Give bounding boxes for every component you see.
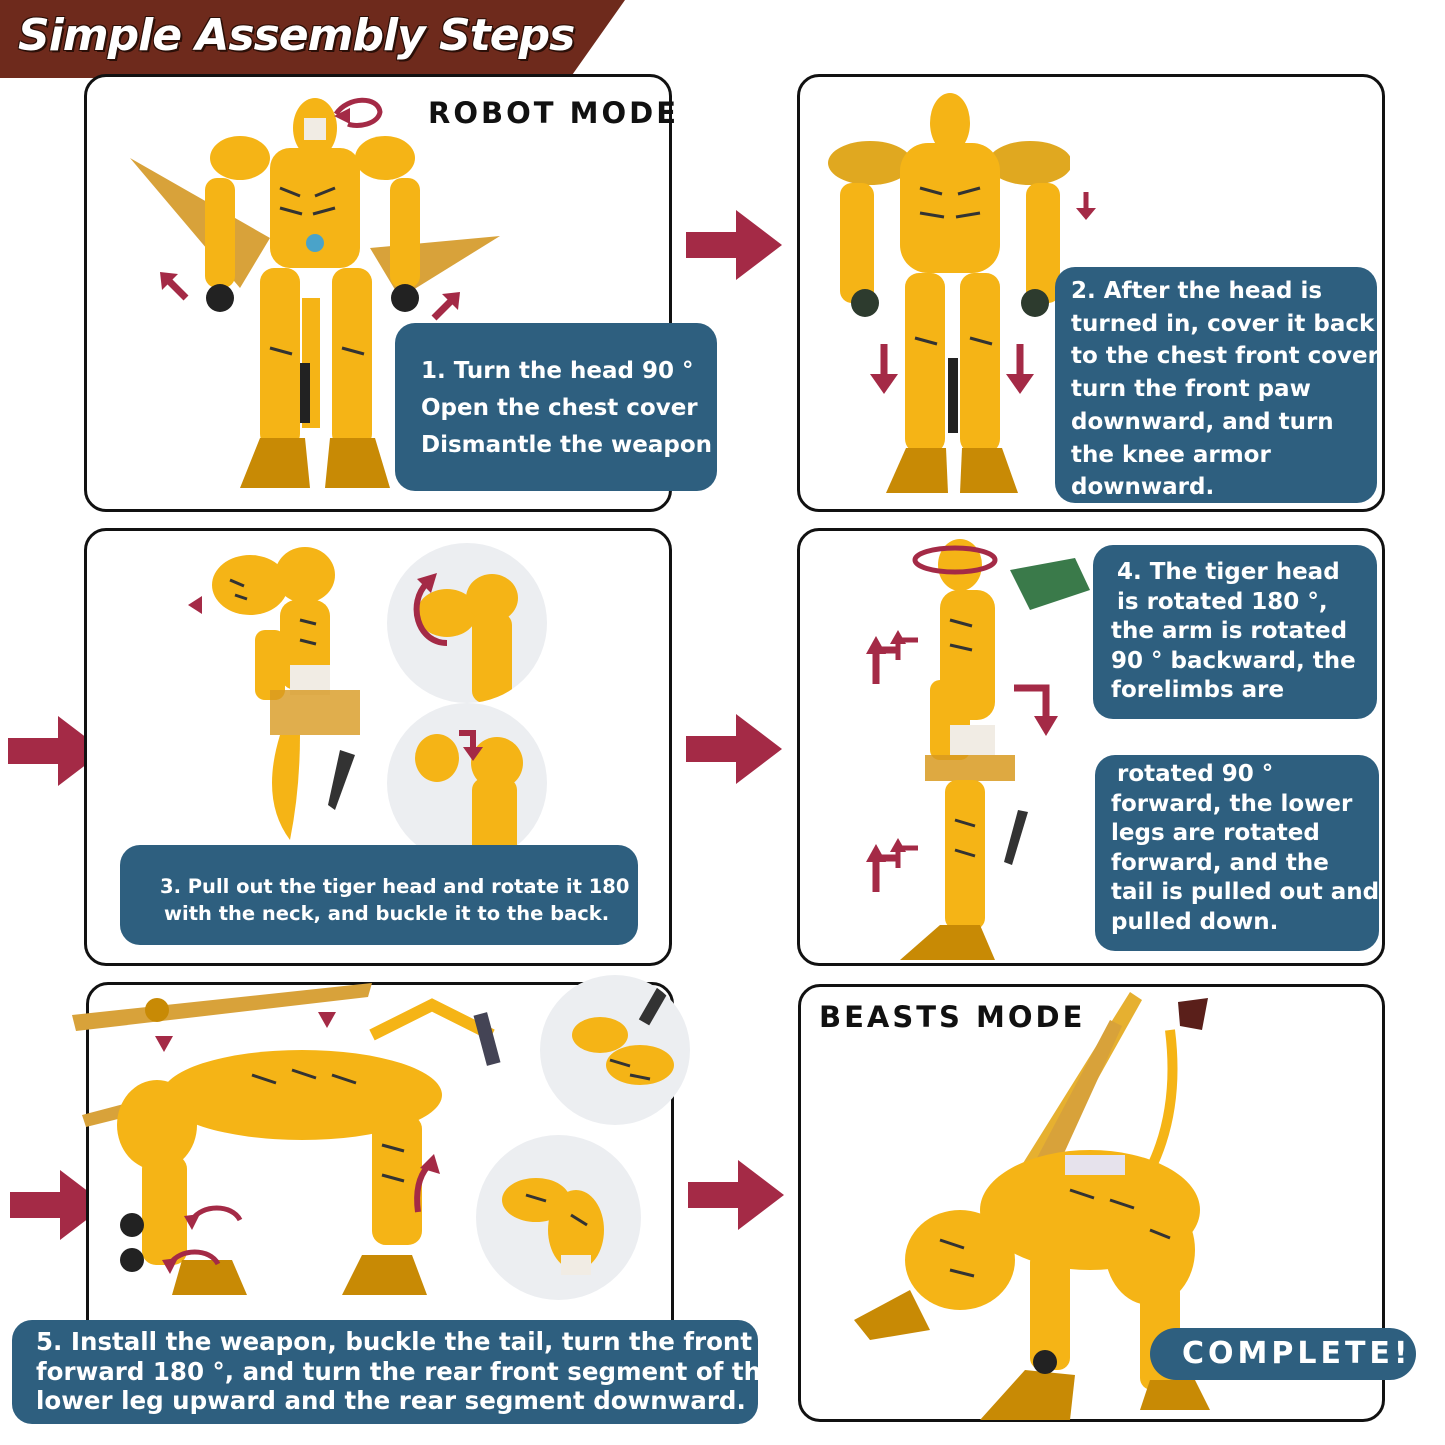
step1-line: 1. Turn the head 90 ° — [421, 358, 694, 384]
step2-line: turn the front paw — [1071, 376, 1311, 403]
rotate-arrow-icon — [866, 630, 918, 684]
step1-line: Dismantle the weapon — [421, 432, 712, 458]
step4-line: legs are rotated — [1111, 820, 1320, 846]
step5-line: lower leg upward and the rear segment do… — [36, 1386, 746, 1415]
rotate-arrow-icon — [414, 1154, 440, 1213]
direction-arrow-icon — [188, 596, 202, 614]
step2-line: downward. — [1071, 474, 1215, 501]
detail-circle-head — [387, 543, 547, 703]
step1-callout: 1. Turn the head 90 ° Open the chest cov… — [395, 323, 717, 491]
page-title: Simple Assembly Steps — [18, 10, 575, 61]
step2-line: turned in, cover it back — [1071, 310, 1375, 337]
direction-arrow-icon — [1076, 192, 1096, 220]
detail-paw — [572, 984, 674, 1085]
rotate-arrow-icon — [866, 838, 918, 892]
direction-arrow-icon — [1006, 344, 1034, 394]
step4-line: forward, and the — [1111, 849, 1329, 876]
step1-line: Open the chest cover — [421, 395, 698, 421]
direction-arrow-icon — [431, 292, 460, 321]
flow-arrow-icon — [10, 1170, 106, 1240]
flow-arrow-icon — [688, 1160, 784, 1230]
direction-arrow-icon — [155, 1036, 173, 1052]
step4-line: 90 ° backward, the — [1111, 647, 1356, 674]
detail-head-rotate — [413, 573, 518, 703]
rotate-arrow-icon — [333, 97, 383, 128]
complete-badge: COMPLETE! — [1150, 1328, 1416, 1380]
step4-callout-top: 4. The tiger head is rotated 180 °, the … — [1093, 545, 1377, 719]
step4-line: is rotated 180 °, — [1117, 588, 1328, 615]
rotate-arrow-icon — [162, 1249, 221, 1274]
step5-line: forward 180 °, and turn the rear front s… — [36, 1356, 778, 1386]
step2-line: to the chest front cover — [1071, 343, 1379, 370]
step2-line: 2. After the head is — [1071, 278, 1323, 304]
header-banner: Simple Assembly Steps — [0, 0, 625, 78]
direction-arrow-icon — [318, 1012, 336, 1028]
rotate-arrow-icon — [1014, 684, 1058, 736]
detail-circle-leg — [476, 1135, 641, 1300]
step4-figure — [900, 539, 1090, 960]
step3-figure — [212, 547, 360, 840]
step4-callout-bottom: rotated 90 ° forward, the lower legs are… — [1095, 755, 1379, 951]
step5-callout: 5. Install the weapon, buckle the tail, … — [12, 1320, 818, 1424]
direction-arrow-icon — [870, 344, 898, 394]
step3-line: 3. Pull out the tiger head and rotate it… — [160, 875, 646, 898]
step5-line: 5. Install the weapon, buckle the tail, … — [36, 1327, 818, 1356]
step4-line: the arm is rotated — [1111, 618, 1348, 644]
flow-arrow-icon — [8, 716, 104, 786]
flow-arrow-icon — [686, 210, 782, 280]
step4-line: rotated 90 ° — [1117, 761, 1274, 787]
flow-arrow-icon — [686, 714, 782, 784]
complete-label: COMPLETE! — [1182, 1336, 1412, 1371]
beasts-mode-label: BEASTS MODE — [819, 1000, 1086, 1034]
rotate-arrow-icon — [184, 1205, 243, 1230]
robot-step2-figure — [828, 93, 1070, 493]
beasts-mode-figure — [854, 992, 1210, 1420]
step5-figure — [72, 983, 501, 1295]
step2-line: the knee armor — [1071, 441, 1271, 468]
step2-line: downward, and turn — [1071, 408, 1334, 435]
banner-shape — [0, 0, 625, 78]
step4-line: forelimbs are — [1111, 677, 1285, 703]
step4-line: pulled down. — [1111, 908, 1279, 935]
step3-line: with the neck, and buckle it to the back… — [164, 902, 610, 925]
detail-leg — [502, 1178, 604, 1275]
detail-circle-paw — [540, 975, 690, 1125]
step4-line: forward, the lower — [1111, 790, 1353, 817]
detail-circle-back — [387, 703, 547, 863]
step3-callout: 3. Pull out the tiger head and rotate it… — [120, 845, 646, 945]
direction-arrow-icon — [160, 272, 189, 301]
step4-line: 4. The tiger head — [1117, 559, 1340, 585]
step2-callout: 2. After the head is turned in, cover it… — [1055, 267, 1379, 503]
detail-back-buckle — [415, 730, 523, 863]
robot-mode-label: ROBOT MODE — [428, 96, 680, 130]
robot-mode-figure — [130, 98, 500, 488]
step4-line: tail is pulled out and — [1111, 879, 1380, 905]
